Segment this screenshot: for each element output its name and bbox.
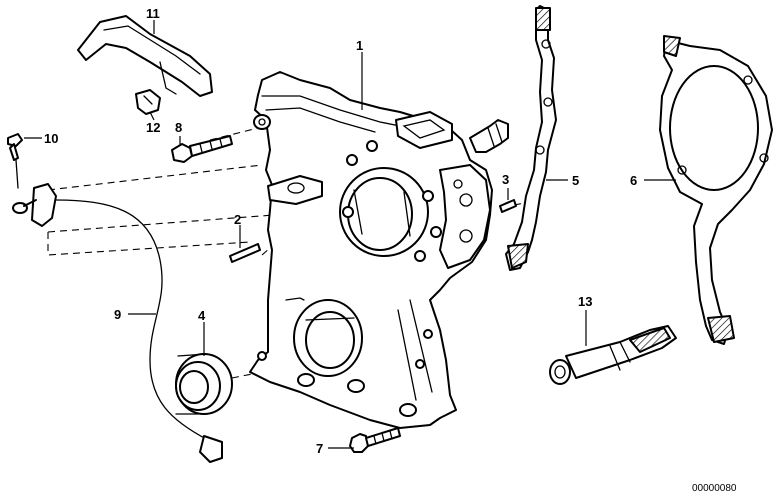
callout-1: 1 — [356, 38, 363, 53]
gasket-strip — [505, 5, 557, 271]
cover-cap — [77, 15, 213, 97]
callout-10: 10 — [44, 131, 58, 146]
timing-case-cover — [249, 71, 509, 429]
callout-leaders — [24, 20, 676, 449]
dowel-pin — [499, 199, 517, 213]
water-pump-gasket — [659, 35, 773, 345]
shaft-seal — [175, 353, 233, 415]
pulse-sensor — [12, 183, 223, 463]
clip — [135, 89, 161, 115]
sealant-tube — [549, 325, 677, 385]
callout-labels: 1 2 3 4 5 6 7 8 9 10 11 12 13 00000080 — [44, 6, 737, 494]
diagram-code: 00000080 — [692, 483, 737, 494]
callout-9: 9 — [114, 307, 121, 322]
callout-11: 11 — [146, 6, 160, 21]
callout-6: 6 — [630, 173, 637, 188]
callout-12: 12 — [146, 120, 160, 135]
callout-3: 3 — [502, 172, 509, 187]
bolt-upper — [171, 135, 233, 163]
callout-2: 2 — [234, 212, 241, 227]
callout-7: 7 — [316, 441, 323, 456]
bolt-lower — [349, 427, 401, 453]
screw — [7, 133, 23, 189]
callout-8: 8 — [175, 120, 182, 135]
callout-13: 13 — [578, 294, 592, 309]
stud — [229, 243, 261, 263]
callout-4: 4 — [198, 308, 206, 323]
callout-5: 5 — [572, 173, 579, 188]
